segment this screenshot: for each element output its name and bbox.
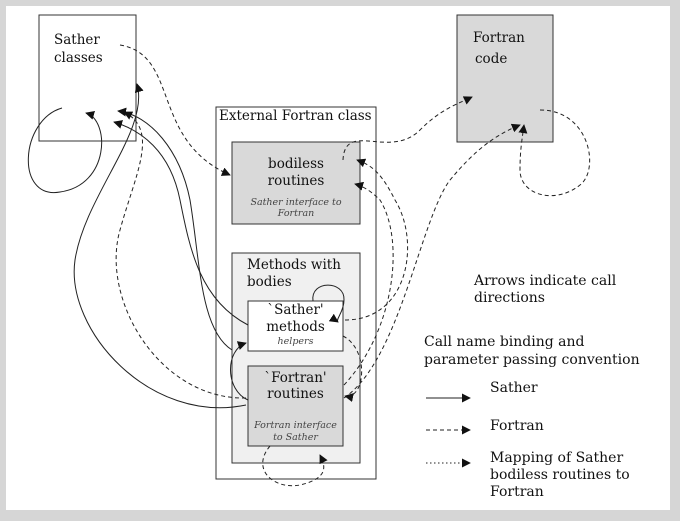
legend-arrows-line-2: directions — [474, 290, 545, 306]
arrow-fortran-to-sather-methods — [230, 341, 249, 401]
legend-arrows-line-1: Arrows indicate call — [474, 273, 617, 289]
arrow-fortran-routines-to-sather-classes — [73, 83, 247, 409]
external-class-title: External Fortran class — [219, 108, 372, 124]
arrow-bodiless-to-fortran-code — [342, 96, 473, 161]
fortran-routines-note-1: Fortran interface — [254, 420, 337, 431]
arrow-sather-methods-self — [312, 284, 345, 323]
arrow-sather-methods-to-sather-classes — [113, 120, 249, 326]
sather-classes-label-2: classes — [54, 50, 103, 66]
methods-with-bodies-label-2: bodies — [247, 274, 292, 290]
sather-call-arrows — [27, 83, 471, 409]
arrow-sather-classes-self — [27, 107, 103, 193]
legend-binding-line-1: Call name binding and — [424, 334, 585, 350]
legend-mapping-line-1: Mapping of Sather — [490, 450, 624, 466]
arrow-sather-methods-to-bodiless — [344, 158, 408, 321]
methods-with-bodies-label-1: Methods with — [247, 257, 341, 273]
fortran-call-arrows — [113, 44, 591, 487]
arrow-sather-classes-to-bodiless — [119, 44, 231, 176]
fortran-code-label-2: code — [475, 51, 508, 67]
sather-methods-label-1: `Sather' — [267, 302, 324, 318]
fortran-code-label-1: Fortran — [473, 30, 525, 46]
legend-sather: Sather — [490, 380, 538, 396]
bodiless-label-1: bodiless — [268, 156, 324, 172]
arrow-fortran-routines-self — [262, 445, 328, 487]
legend-mapping-line-2: bodiless routines to — [490, 467, 630, 483]
fortran-routines-label-2: routines — [267, 386, 324, 402]
sather-methods-label-2: methods — [266, 319, 325, 335]
sather-classes-label-1: Sather — [54, 32, 100, 48]
fortran-routines-box — [247, 365, 344, 447]
arrow-fortran-code-to-fortran-routines — [343, 123, 521, 399]
sather-methods-box — [247, 300, 344, 352]
arrow-fortran-routines-to-sather-classes-dashed — [115, 111, 247, 399]
bodiless-note-1: Sather interface to — [250, 197, 342, 208]
legend-binding-line-2: parameter passing convention — [424, 352, 640, 368]
fortran-code-box — [456, 14, 554, 143]
bodiless-note-2: Fortran — [277, 208, 315, 219]
arrow-fortran-routines-to-bodiless — [343, 181, 394, 386]
bodiless-label-2: routines — [267, 173, 325, 189]
arrow-sather-methods-to-fortran-routines — [342, 335, 363, 402]
sather-methods-note: helpers — [277, 336, 314, 347]
legend-fortran: Fortran — [490, 418, 544, 434]
legend-mapping-line-3: Fortran — [490, 484, 544, 500]
fortran-routines-label-1: `Fortran' — [264, 370, 327, 386]
sather-classes-box — [38, 14, 137, 142]
fortran-routines-note-2: to Sather — [273, 432, 318, 443]
arrow-fortran-code-self — [518, 109, 591, 197]
arrow-bodiless-to-sather-classes — [117, 107, 233, 351]
bodiless-routines-box — [231, 141, 361, 225]
